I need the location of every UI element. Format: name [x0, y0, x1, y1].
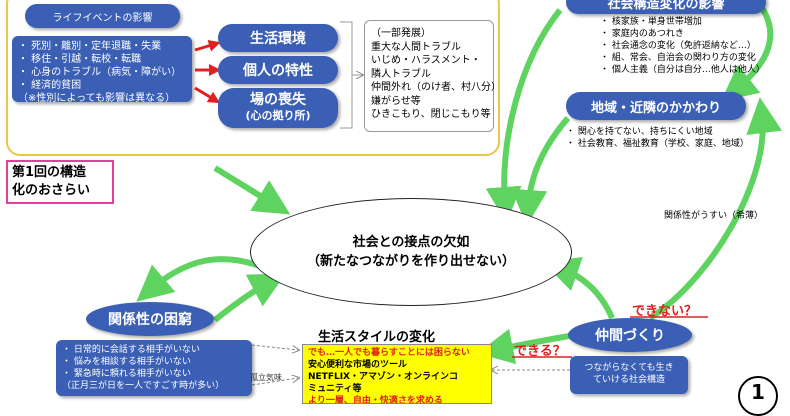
center-line-2: （新たなつながりを作り出せない）: [306, 254, 515, 269]
life-events-list: ・ 死別・離別・定年退職・失業 ・ 移住・引越・転校・転職 ・ 心身のトラブル（…: [12, 36, 192, 104]
review-label: 第1回の構造 化のおさらい: [6, 160, 114, 204]
life-event-item: ・ 移住・引越・転校・転職: [18, 54, 142, 65]
center-oval: 社会との接点の欠如 （新たなつながりを作り出せない）: [250, 198, 572, 306]
community-item: ・ 関心を持てない、持ちにくい地域: [566, 127, 713, 137]
isolation-label-text: 孤立気味: [250, 373, 282, 382]
center-line-1: 社会との接点の欠如: [352, 235, 470, 250]
social-change-item: ・ 個人主義（自分は自分…他人は他人）: [600, 65, 765, 75]
friends-title-text: 仲間づくり: [595, 328, 665, 344]
poverty-item: ・ 日常的に会話する相手がいない: [62, 345, 200, 355]
green-arrow-friends-to-center: [543, 256, 615, 320]
community-title-text: 地域・近隣のかかわり: [590, 100, 721, 116]
isolation-label: 孤立気味: [250, 372, 282, 383]
trouble-item: 仲間外れ（のけ者、村八分）: [371, 82, 501, 93]
trouble-item: ひきこもり、閉じこもり等: [371, 109, 491, 120]
weak-relation-text: 関係性がうすい（希薄）: [664, 211, 764, 221]
lifestyle-item: 安心便利な市場のツール: [308, 360, 408, 370]
social-change-item: ・ 組、常会、自治会の関わり方の変化: [600, 53, 756, 63]
factor-sublabel: (心の拠り所): [245, 109, 311, 122]
dashed-arrow-poverty-lifestyle: [251, 344, 298, 350]
page-number: 1: [738, 376, 778, 416]
red-arrow-1: [194, 39, 221, 52]
lifestyle-box: でも…一人でも暮らすことには困らない 安心便利な市場のツール NETFLIX・ア…: [302, 344, 492, 404]
community-item: ・ 社会教育、福祉教育（学校、家庭、地域）: [566, 139, 749, 149]
can-text: できる？: [514, 344, 566, 359]
factor-label: 生活環境: [250, 31, 306, 47]
trouble-item: 重大な人間トラブル: [371, 41, 461, 53]
green-arrow-poverty-to-center: [213, 273, 286, 323]
factor-personal-traits: 個人の特性: [218, 56, 338, 84]
social-change-title: 社会構造変化の影響: [566, 0, 766, 14]
life-event-item: ・ 経済的貧困: [18, 80, 82, 91]
factor-label: 個人の特性: [243, 63, 313, 79]
trouble-item: いじめ・ハラスメント・: [371, 55, 481, 66]
social-change-title-text: 社会構造変化の影響: [607, 0, 725, 12]
life-events-title-text: ライフイベントの影響: [52, 12, 153, 24]
poverty-item: ・ 悩みを相談する相手がいない: [62, 357, 191, 367]
social-change-item: ・ 社会通念の変化（免許返納など…）: [600, 41, 756, 51]
cannot-label: できない？: [632, 300, 697, 319]
review-label-line: 化のおさらい: [12, 183, 91, 198]
green-arrow-social-to-center: [485, 8, 563, 223]
friends-title: 仲間づくり: [568, 318, 692, 352]
life-events-panel: [6, 0, 500, 156]
poverty-title: 関係性の困窮: [86, 302, 214, 336]
cannot-text: できない？: [632, 304, 698, 319]
green-arrow-panel-to-center: [213, 165, 291, 215]
green-arrow-friends-to-lifestyle: [477, 328, 576, 365]
trouble-item: 隣人トラブル: [371, 68, 431, 80]
lifestyle-item: でも…一人でも暮らすことには困らない: [308, 348, 470, 358]
community-title: 地域・近隣のかかわり: [566, 92, 746, 120]
page-number-text: 1: [751, 380, 765, 404]
life-events-title: ライフイベントの影響: [25, 4, 180, 28]
social-change-item: ・ 核家族・単身世帯増加: [600, 17, 702, 27]
poverty-list: ・ 日常的に会話する相手がいない ・ 悩みを相談する相手がいない ・ 緊急時に頼…: [56, 340, 252, 396]
friends-box-line: ていける社会構造: [592, 375, 665, 385]
can-label: できる？: [514, 340, 566, 359]
factor-living-environment: 生活環境: [218, 24, 338, 52]
poverty-item: （正月三が日を一人ですごす時が多い）: [62, 381, 225, 391]
green-arrow-friends-to-community: [648, 97, 783, 321]
lifestyle-item: ミュニティ等: [308, 384, 362, 394]
life-event-item: （※性別によっても影響は異なる）: [18, 93, 176, 104]
community-list: ・ 関心を持てない、持ちにくい地域 ・ 社会教育、福祉教育（学校、家庭、地域）: [566, 126, 786, 150]
weak-relation-label: 関係性がうすい（希薄）: [664, 210, 763, 222]
green-arrow-center-to-poverty: [136, 256, 267, 302]
trouble-item: 嫌がらせ等: [371, 95, 421, 107]
factor-loss-of-place: 場の喪失 (心の拠り所): [218, 88, 338, 128]
lifestyle-title-text: 生活スタイルの変化: [318, 330, 436, 345]
green-arrow-social-to-community: [720, 3, 774, 102]
friends-box: つながらなくても生き ていける社会構造: [570, 356, 688, 394]
factor-label: 場の喪失: [250, 92, 306, 108]
social-change-item: ・ 家庭内のあつれき: [600, 29, 684, 39]
life-event-item: ・ 死別・離別・定年退職・失業: [18, 41, 162, 52]
review-label-line: 第1回の構造: [12, 165, 87, 180]
trouble-item: （一部発展）: [371, 28, 431, 39]
lifestyle-title: 生活スタイルの変化: [318, 326, 435, 345]
life-event-item: ・ 心身のトラブル（病気・障がい）: [18, 67, 182, 78]
troubles-list: （一部発展） 重大な人間トラブル いじめ・ハラスメント・ 隣人トラブル 仲間外れ…: [364, 20, 501, 132]
red-arrow-3: [194, 86, 221, 104]
poverty-title-text: 関係性の困窮: [108, 312, 192, 328]
dashed-arrow-isolation: [251, 378, 298, 386]
connector-layer: [136, 3, 783, 386]
poverty-item: ・ 緊急時に頼れる相手がいない: [62, 369, 191, 379]
friends-box-line: つながらなくても生き: [584, 363, 674, 373]
social-change-list: ・ 核家族・単身世帯増加 ・ 家庭内のあつれき ・ 社会通念の変化（免許返納など…: [600, 16, 790, 76]
green-arrow-community-to-center: [511, 116, 571, 226]
lifestyle-item: NETFLIX・アマゾン・オンラインコ: [308, 372, 458, 382]
